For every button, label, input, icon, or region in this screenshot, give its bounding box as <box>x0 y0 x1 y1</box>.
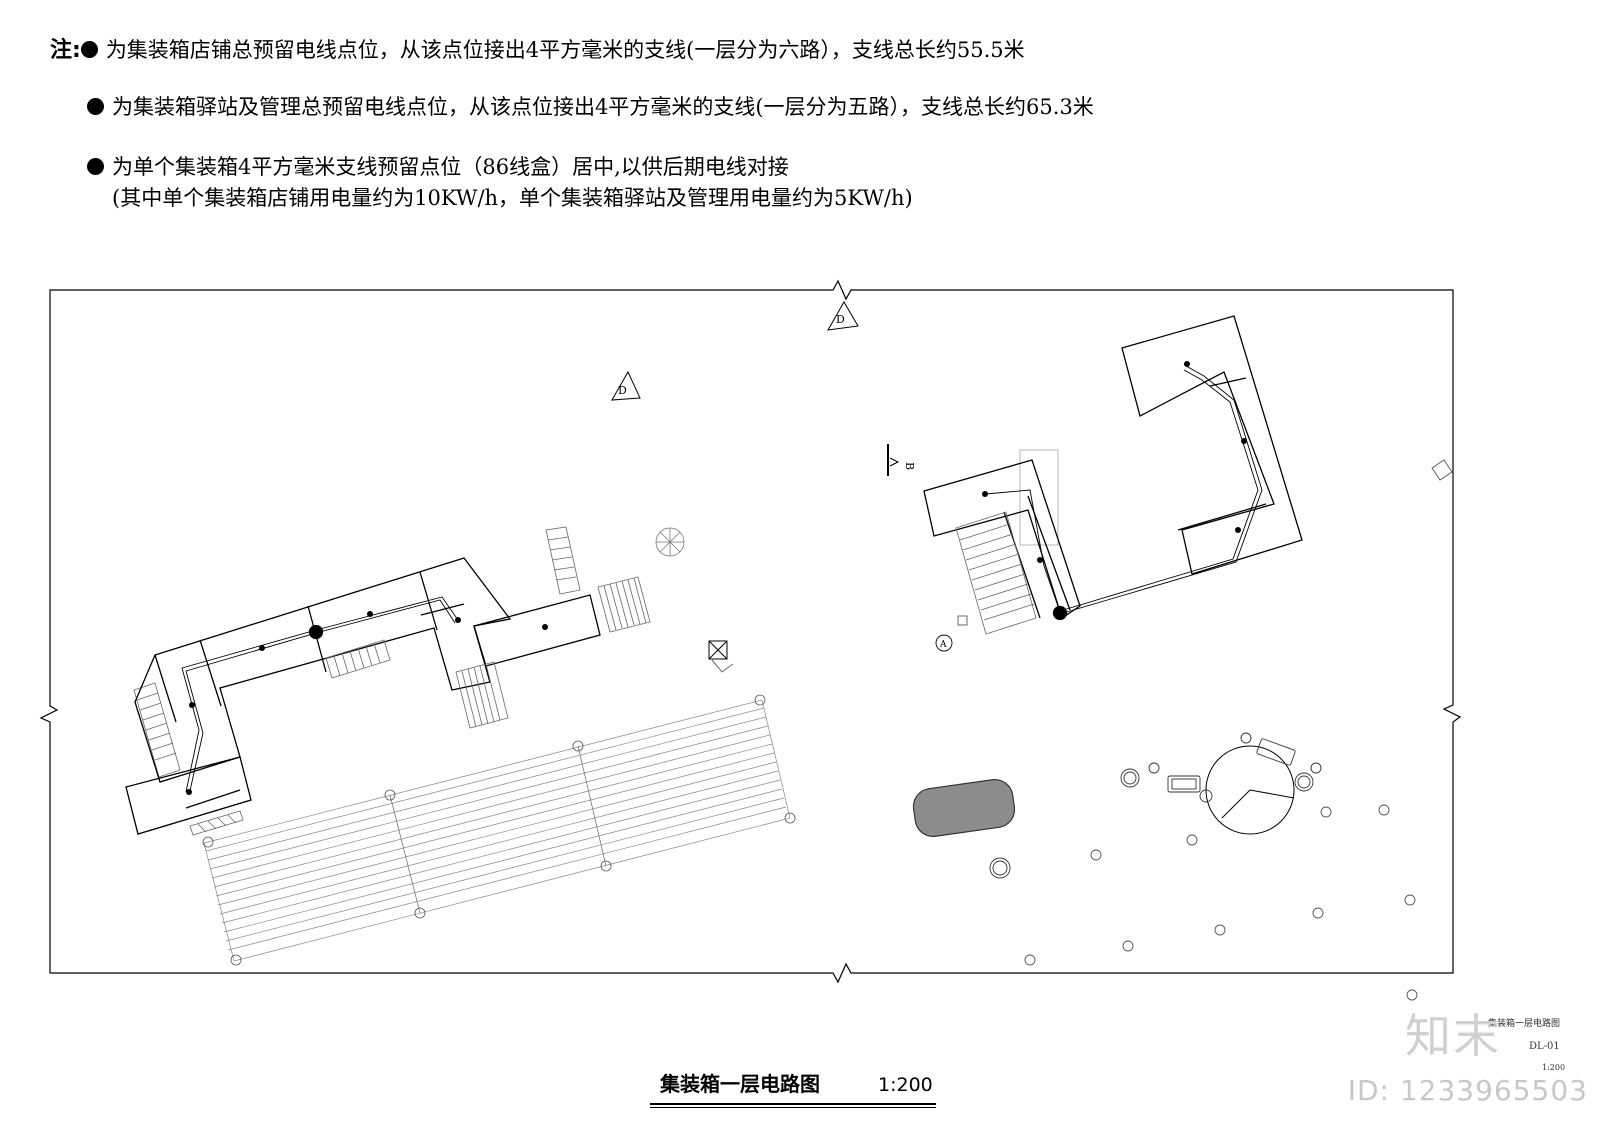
main-power-point <box>1052 605 1068 621</box>
stair-north <box>545 526 581 595</box>
socket-points <box>186 611 548 795</box>
wiring-right <box>985 365 1263 615</box>
section-marker-d2: D <box>827 301 859 331</box>
container-unit <box>125 756 252 835</box>
pool-shape <box>912 779 1016 837</box>
drawing-title-block: 集装箱一层电路图 1:200 <box>660 1068 933 1097</box>
note-item-2: 为集装箱驿站及管理总预留电线点位，从该点位接出4平方毫米的支线(一层分为五路），… <box>87 91 1094 121</box>
container-unit <box>923 459 1081 620</box>
drawing-scale: 1:200 <box>878 1074 933 1096</box>
container-unit <box>134 557 512 783</box>
pergola-deck <box>202 694 796 966</box>
marker-label-d1: D <box>618 384 627 397</box>
tree-dots <box>1024 804 1418 1001</box>
stair-west <box>133 682 181 778</box>
socket-points <box>982 361 1247 563</box>
stair-south <box>455 661 509 729</box>
right-container-group <box>923 315 1303 635</box>
stair-middle <box>325 639 391 679</box>
left-container-group <box>125 526 651 836</box>
sheet-scale: 1:200 <box>1542 1063 1566 1072</box>
outdoor-seating <box>989 732 1322 879</box>
note-text-3: 为单个集装箱4平方毫米支线预留点位（86线盒）居中,以供后期电线对接 <box>112 155 789 179</box>
drawing-frame <box>39 279 1462 984</box>
tree-symbol <box>655 527 685 557</box>
edge-symbol <box>1431 459 1453 481</box>
bullet-icon <box>87 158 104 175</box>
note-item-1: 注: 为集装箱店铺总预留电线点位，从该点位接出4平方毫米的支线(一层分为六路），支… <box>50 32 1025 64</box>
note-sub: (其中单个集装箱店铺用电量约为10KW/h，单个集装箱驿站及管理用电量约为5KW… <box>112 186 913 210</box>
note-prefix: 注: <box>50 38 81 63</box>
section-marker-d1: D <box>611 370 641 401</box>
marker-label-b: B <box>903 462 916 470</box>
stair-right <box>955 511 1037 635</box>
section-marker-b: B <box>887 444 916 476</box>
section-marker-a: A <box>935 615 968 652</box>
stair-east <box>597 576 651 633</box>
title-underline-thin <box>650 1107 936 1108</box>
title-underline <box>650 1103 936 1105</box>
note-text-1: 为集装箱店铺总预留电线点位，从该点位接出4平方毫米的支线(一层分为六路），支线总… <box>105 38 1025 62</box>
main-power-point <box>308 624 324 640</box>
bullet-icon <box>87 98 104 115</box>
container-unit <box>1121 315 1303 575</box>
note-item-3: 为单个集装箱4平方毫米支线预留点位（86线盒）居中,以供后期电线对接 <box>87 151 789 181</box>
marker-label-a: A <box>939 640 947 650</box>
container-unit <box>473 594 601 667</box>
sheet-name: 集装箱一层电路图 <box>1488 1019 1561 1029</box>
round-plaza <box>1205 745 1295 835</box>
bullet-icon <box>80 41 98 58</box>
stair-south-west <box>189 810 244 836</box>
drawing-title: 集装箱一层电路图 <box>660 1072 820 1096</box>
watermark-logo: 知末 <box>1405 1009 1501 1063</box>
kiosk-symbol <box>708 640 734 673</box>
marker-label-d2: D <box>836 313 845 326</box>
wiring-left <box>181 596 459 796</box>
watermark-id: ID: 1233965503 <box>1347 1074 1588 1107</box>
sheet-code: DL-01 <box>1529 1041 1560 1052</box>
note-text-2: 为集装箱驿站及管理总预留电线点位，从该点位接出4平方毫米的支线(一层分为五路），… <box>112 95 1094 119</box>
